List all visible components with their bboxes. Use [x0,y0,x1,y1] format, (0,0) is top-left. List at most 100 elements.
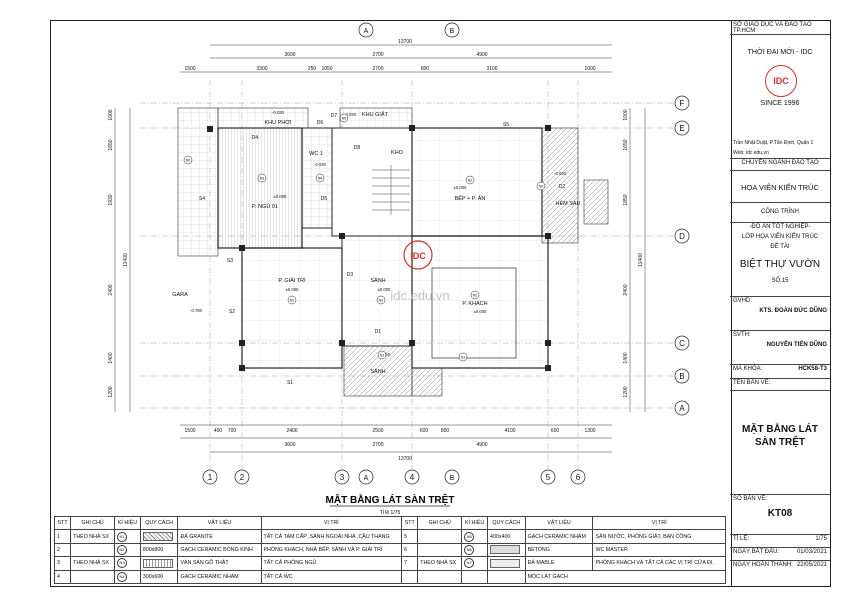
level-sanh: ±0.000 [378,287,391,292]
tag-n4: N4 [318,177,323,181]
tb-project-label: CÔNG TRÌNH [730,203,830,223]
legend-cell: 800x800 [139,542,179,558]
legend-tag: N5 [464,531,475,542]
legend-cell: PHÒNG KHÁCH VÀ TẤT CẢ CÁC VỊ TRÍ CỬA ĐI. [592,556,726,571]
section-b-bottom: B [450,475,455,482]
tb-project-line2: LỚP HỌA VIÊN KIẾN TRÚC [741,234,819,240]
room-hem-sau: HẺM SAU [555,200,580,207]
legend-cell [70,569,116,585]
dim-bot-e: 2500 [372,428,383,434]
dim-right-a: 1000 [623,109,629,120]
tag-s3: S3 [227,258,233,264]
idc-logo-mark [403,240,433,270]
dim-bot-b: 400 [214,428,223,434]
legend-tag: N3 [117,558,128,569]
dim-top-c: 4900 [476,52,487,58]
dim-top2-f: 800 [421,66,430,72]
drawing-scale: Tỉ lệ 1/75 [380,509,401,516]
tag-s2: S2 [229,309,235,315]
legend-cell [401,569,419,585]
tag-n1-b: N1 [461,356,466,360]
tb-topic-label: ĐỀ TÀI [770,244,790,250]
legend-cell [487,542,526,558]
legend-cell: 300x600 [139,569,179,585]
legend-row: 5 [401,529,419,544]
legend-cell: 400x400 [487,529,526,544]
legend-tag: N1 [117,531,128,542]
legend-cell: N6 [461,542,489,558]
dim-bot2-c: 4900 [476,442,487,448]
dim-bot-a: 1500 [184,428,195,434]
tb-course-value: HCK58-T3 [798,366,827,372]
legend-row: 6 [401,542,419,558]
legend-tag: N6 [464,544,475,555]
legend-cell: N5 [461,529,489,544]
grid-row-d: D [679,232,685,241]
grid-row-b: B [679,372,684,381]
swatch-stone [142,532,173,542]
tag-d6: D6 [317,120,324,126]
dim-bot-j: 1300 [584,428,595,434]
tag-n2-c: N2 [379,299,384,303]
grid-col-3: 3 [340,473,345,482]
tb-course: MÃ KHÓA: HCK58-T3 [730,365,830,379]
tb-gvhd-name: KTS. ĐOÀN ĐỨC DŨNG [759,308,827,314]
legend-h-position-2: VỊ TRÍ [592,515,726,531]
legend-cell: N1 [114,529,141,544]
dim-right-total: 11400 [638,253,644,267]
legend-cell [487,569,526,585]
tb-scale-value: 1/75 [815,536,827,542]
tb-sheet-no: SỐ BẢN VẼ: KT08 [730,495,830,535]
grid-row-e: E [679,124,684,133]
room-p-khach: P. KHÁCH [462,300,487,307]
legend-cell: PHÒNG KHÁCH, NHÀ BẾP, SẢNH VÀ P. GIẢI TR… [260,542,403,558]
room-khu-phoi: KHU PHƠI [264,120,291,126]
legend-h-stt-2: STT [401,515,419,531]
tb-sheet-no-label: SỐ BẢN VẼ: [733,496,768,502]
dim-top-total: 13700 [398,39,412,45]
legend-cell [139,556,179,571]
tb-start-label: NGÀY BẮT ĐẦU: [733,549,780,555]
legend-cell: N3 [114,556,141,571]
legend-tag: N4 [117,571,128,582]
tb-svth-label: SVTH: [733,332,751,338]
grid-row-c: C [679,339,685,348]
watermark: idc.edu.vn [390,288,449,303]
tb-course-label: MÃ KHÓA: [733,366,763,372]
dim-top-a: 3600 [284,52,295,58]
tb-since: SINCE 1996 [760,100,800,107]
room-kho: KHO [391,150,404,156]
top-dimensions [114,44,646,453]
level-ngu: ±0.000 [274,194,287,199]
dim-bot-g: 800 [441,428,450,434]
tb-dept: SỞ GIÁO DỤC VÀ ĐÀO TẠO TP.HCM [730,21,830,35]
legend-cell: GẠCH CERAMIC NHÁM [524,529,594,544]
dim-top2-c: 250 [308,66,317,72]
legend-cell: ĐÁ MABLE [524,556,594,571]
tb-gvhd: GVHD: KTS. ĐOÀN ĐỨC DŨNG [730,297,830,331]
legend-row: 1 [53,529,72,544]
tb-sheet-no-value: KT08 [767,508,793,519]
legend-cell: BETONG [524,542,594,558]
dim-top-b: 2700 [372,52,383,58]
dim-left-f: 1200 [108,386,114,397]
room-wc: WC 1 [309,151,323,157]
tb-end-value: 22/05/2021 [796,562,827,568]
tag-d7: D7 [331,113,338,119]
legend-cell [461,569,489,585]
drawing-title: MẶT BẰNG LÁT SÀN TRỆT [326,493,455,506]
tb-topic-no: SỐ.15 [730,277,830,297]
legend-cell: TẤT CẢ TAM CẤP ,SẢNH NGOÀI NHÀ ,CẦU THAN… [260,529,403,544]
drawing-frame [50,20,732,587]
tb-project-line1: -ĐỒ ÁN TỐT NGHIỆP- [749,224,811,230]
room-p-giai-tri: P. GIẢI TRÍ [278,277,306,284]
legend-cell: N7 [461,556,489,571]
room-gara: GARA [172,292,188,298]
tb-svth: SVTH: NGUYỄN TIẾN DŨNG [730,331,830,365]
legend-cell: THEO NHÀ SX [70,556,116,571]
level-wc: -0.030 [314,162,327,167]
dim-bot-i: 600 [551,428,560,434]
dim-bot-d: 2400 [286,428,297,434]
grid-col-5: 5 [546,473,551,482]
